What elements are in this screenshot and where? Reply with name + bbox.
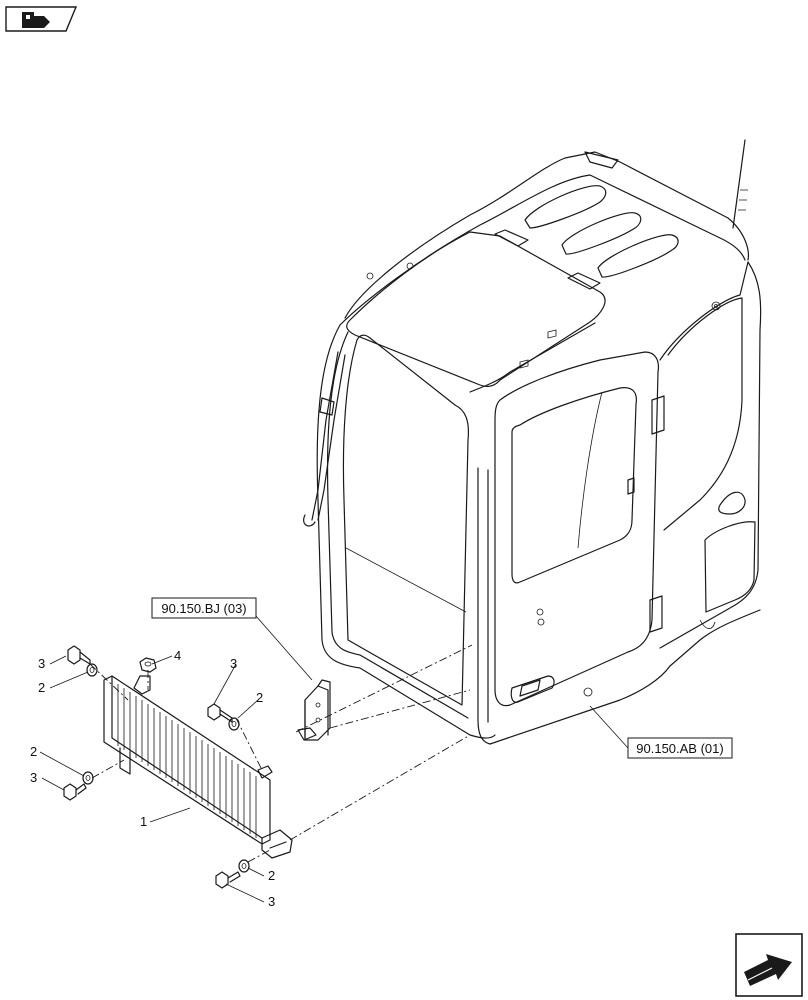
assembly-lines <box>89 644 473 863</box>
washer-bottom <box>238 859 250 873</box>
reference-bracket-label: 90.150.BJ (03) <box>161 601 246 616</box>
callout-nut-top: 4 <box>174 648 181 663</box>
nut-top <box>139 657 157 673</box>
callout-washer-top-left: 2 <box>38 680 45 695</box>
callout-washer-mid-left: 2 <box>30 744 37 759</box>
callout-guard-panel: 1 <box>140 814 147 829</box>
tab-navigation-icon[interactable] <box>5 6 78 32</box>
mounting-bracket <box>297 679 331 741</box>
washer-top-left <box>86 663 98 677</box>
bolt-top-left <box>67 645 91 665</box>
reference-box-bracket[interactable]: 90.150.BJ (03) <box>151 597 257 619</box>
bolt-top-mid <box>207 703 233 723</box>
washer-top-mid <box>228 717 240 731</box>
callout-washer-top-mid: 2 <box>256 690 263 705</box>
callout-bolt-mid-left: 3 <box>30 770 37 785</box>
callout-bolt-top-mid: 3 <box>230 656 237 671</box>
leader-lines <box>39 615 629 903</box>
callout-bolt-bottom: 3 <box>268 894 275 909</box>
callout-washer-bottom: 2 <box>268 868 275 883</box>
next-page-arrow-icon[interactable] <box>735 933 803 997</box>
bolt-mid-left <box>63 783 87 801</box>
cab-assembly <box>303 139 762 745</box>
bolt-bottom <box>215 871 241 889</box>
washer-mid-left <box>82 771 94 785</box>
reference-cab-label: 90.150.AB (01) <box>636 741 723 756</box>
reference-box-cab[interactable]: 90.150.AB (01) <box>627 737 733 759</box>
guard-panel <box>103 675 293 859</box>
callout-bolt-top-left: 3 <box>38 656 45 671</box>
